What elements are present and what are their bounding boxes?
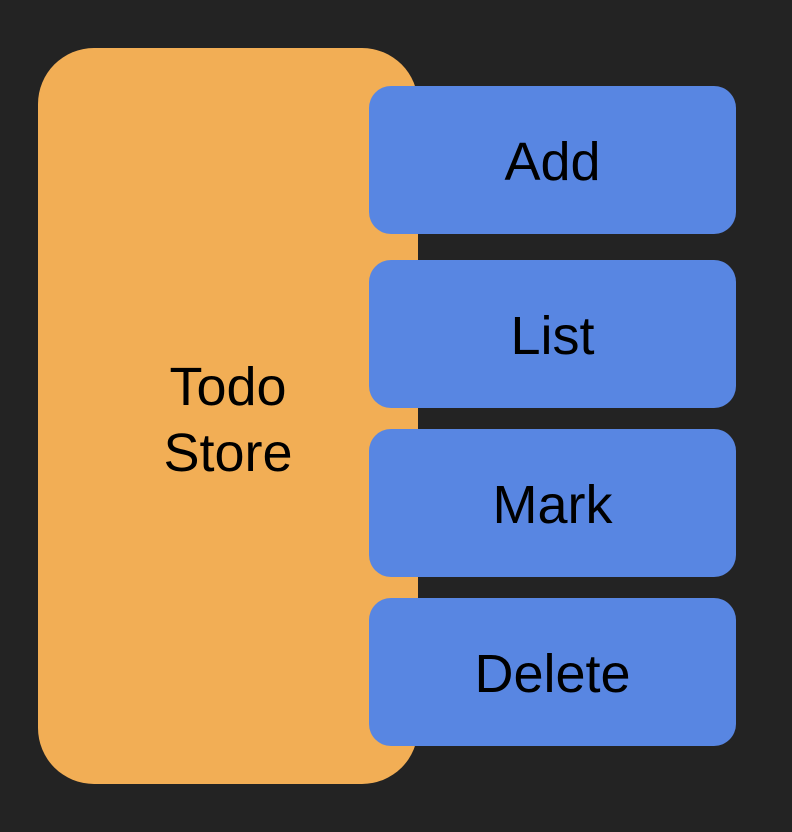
operation-add: Add	[369, 86, 736, 234]
operation-list-label: List	[510, 306, 595, 366]
operation-delete: Delete	[369, 598, 736, 746]
todo-store-block: Todo Store	[38, 48, 418, 784]
operation-mark: Mark	[369, 429, 736, 577]
todo-store-label: Todo Store	[38, 354, 418, 486]
todo-store-label-line1: Todo	[169, 357, 287, 417]
operation-mark-label: Mark	[492, 475, 613, 535]
todo-store-label-line2: Store	[163, 423, 293, 483]
operation-delete-label: Delete	[474, 644, 631, 704]
operation-add-label: Add	[504, 132, 601, 192]
operation-list: List	[369, 260, 736, 408]
